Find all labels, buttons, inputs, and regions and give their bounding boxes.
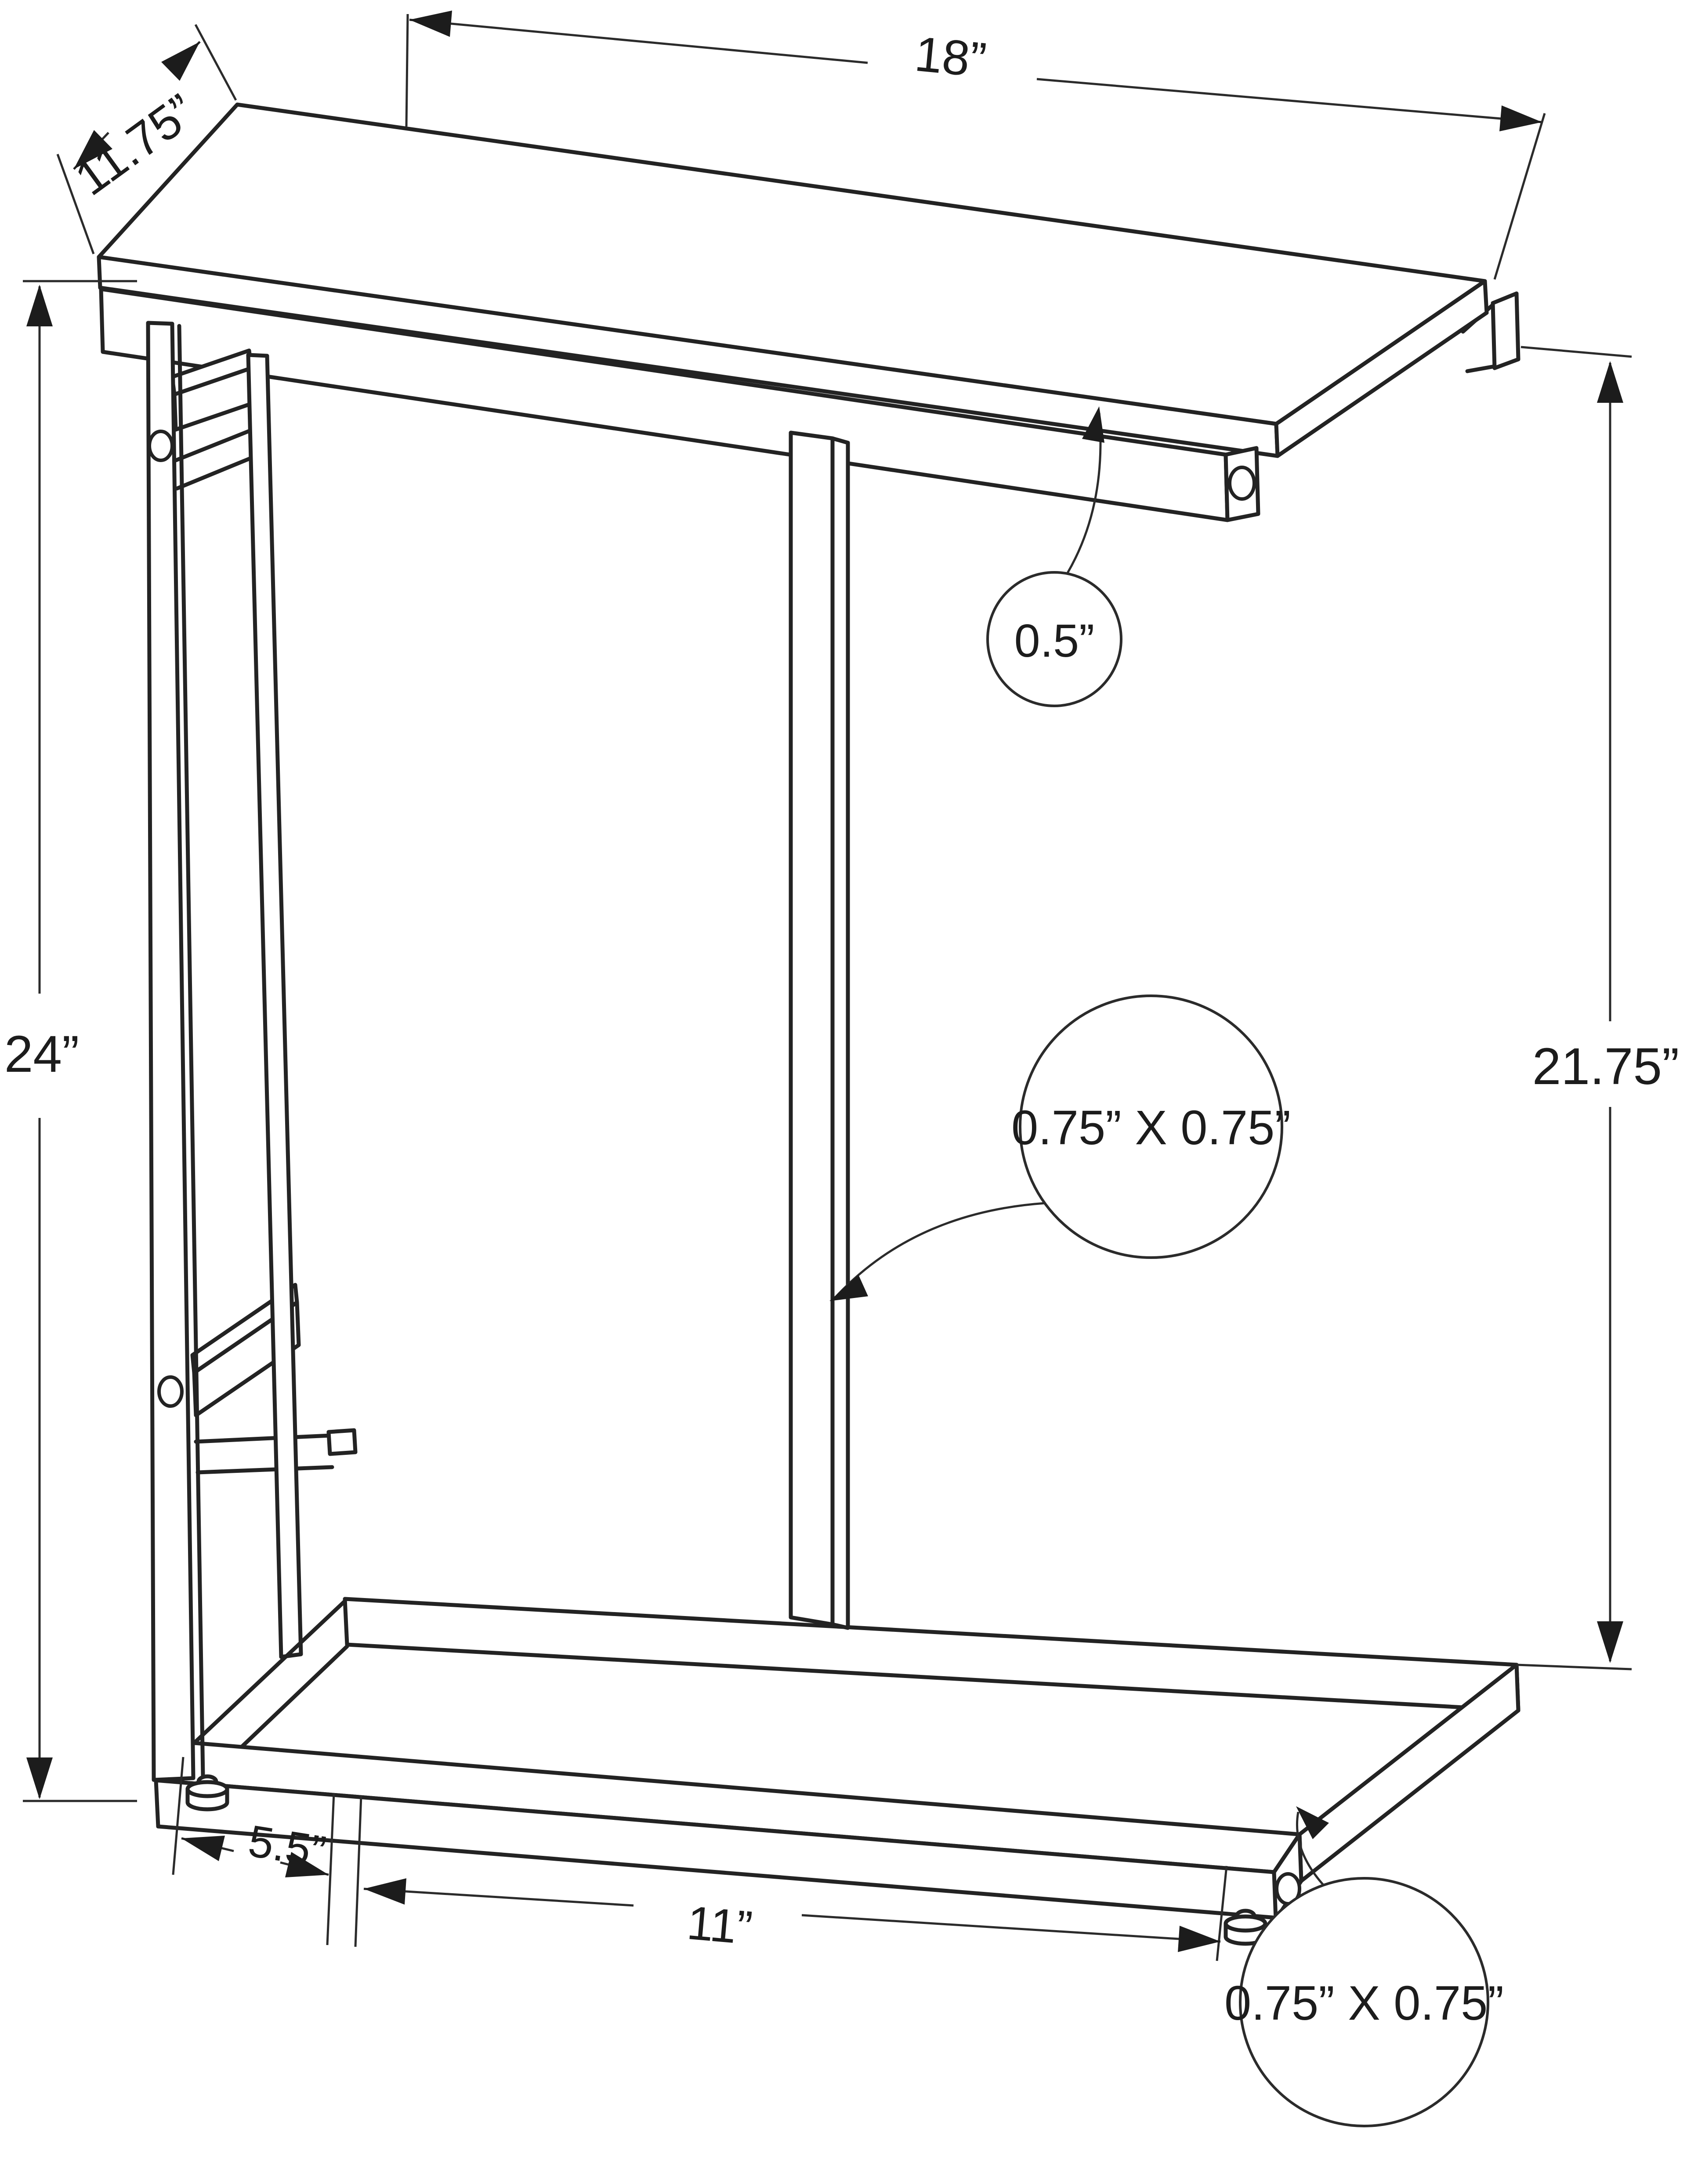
screw-hole-leg-lower bbox=[157, 1375, 184, 1408]
dimension-top-width: 18” bbox=[405, 11, 1546, 280]
front-right-foot bbox=[1224, 1909, 1267, 1946]
screw-hole-top-frame bbox=[1228, 466, 1256, 501]
dim-base-opening-width-label: 11” bbox=[685, 1896, 754, 1954]
callout-circle-top-thickness bbox=[986, 571, 1122, 707]
dim-clearance-height-label: 21.75” bbox=[1532, 1038, 1680, 1096]
dimension-base-opening-width: 11” bbox=[363, 1866, 1228, 1961]
callout-top-thickness: 0.5” bbox=[986, 406, 1122, 707]
front-left-foot bbox=[185, 1774, 229, 1812]
callout-base-tube: 0.75” X 0.75” bbox=[1224, 1806, 1504, 2127]
callout-frame-tube: 0.75” X 0.75” bbox=[829, 994, 1291, 1301]
rail-end-bracket bbox=[326, 1428, 358, 1456]
front-left-leg bbox=[146, 321, 205, 1782]
dim-top-width-label: 18” bbox=[912, 26, 988, 88]
dim-frame-tube-label: 0.75” X 0.75” bbox=[1011, 1101, 1291, 1155]
screw-hole-leg-upper bbox=[148, 430, 174, 462]
dim-top-thickness-label: 0.5” bbox=[1014, 615, 1095, 667]
left-panel-top-rail bbox=[170, 348, 256, 491]
dimension-base-left-offset: 5.5” bbox=[172, 1757, 362, 1947]
dimension-clearance-height: 21.75” bbox=[1516, 346, 1680, 1671]
tabletop-right-edge-band bbox=[1274, 279, 1489, 458]
base-back-rail bbox=[343, 1597, 1520, 1713]
dimension-overall-height: 24” bbox=[4, 280, 137, 1802]
tabletop bbox=[97, 102, 1489, 458]
dim-base-tube-label: 0.75” X 0.75” bbox=[1224, 1976, 1504, 2030]
dim-overall-height-label: 24” bbox=[4, 1025, 80, 1083]
callout-circle-frame-tube bbox=[1019, 994, 1283, 1259]
dim-base-left-offset-label: 5.5” bbox=[245, 1815, 329, 1877]
base-front-rail bbox=[154, 1741, 1303, 1922]
rear-support-post bbox=[789, 430, 850, 1630]
top-frame-front-rail bbox=[99, 287, 1260, 522]
rear-left-leg bbox=[246, 353, 303, 1659]
callout-circle-base-tube bbox=[1239, 1877, 1489, 2127]
